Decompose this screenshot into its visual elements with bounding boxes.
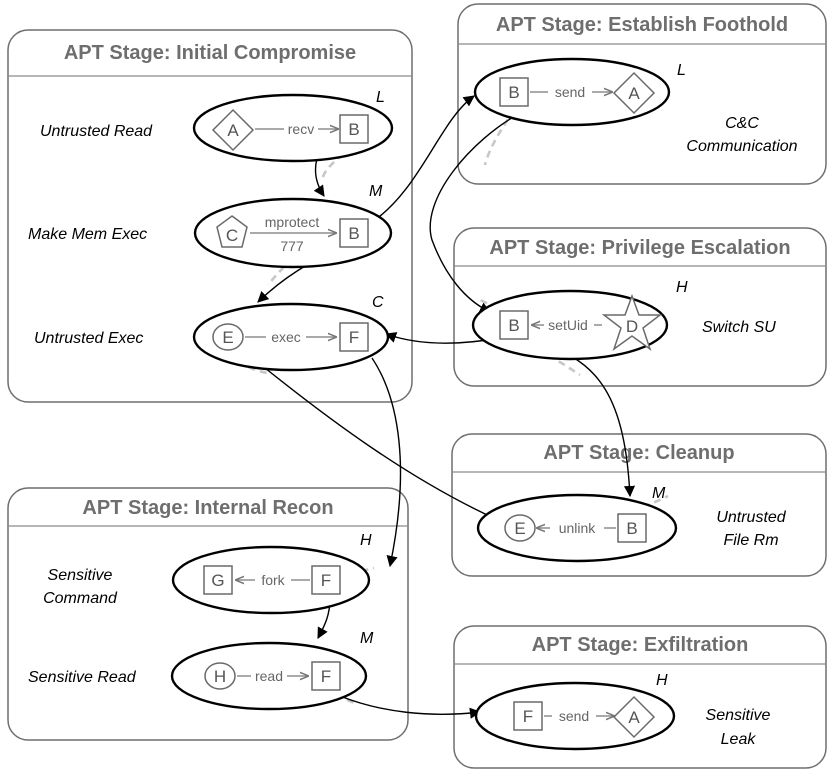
event-label: Untrusted Read [40,123,153,140]
node-src: F [523,707,533,726]
severity: M [652,485,666,502]
node-dst: G [211,571,224,590]
node-dst: F [349,328,359,347]
pentagon-node-icon [216,215,248,248]
severity: M [360,630,374,647]
severity: H [360,532,372,549]
square-node-icon [311,661,341,691]
severity: L [677,62,686,79]
node-dst: A [628,84,640,103]
event-label-line2: Communication [686,138,797,155]
circle-node-icon [204,662,236,690]
diamond-node-icon [211,108,255,152]
edge-op: read [255,668,283,684]
event-make-mem-exec: Make Mem Exec C mprotect 777 B M [28,183,393,269]
node-src: F [321,571,331,590]
node-dst: A [628,708,640,727]
event-label: Untrusted Exec [34,330,143,347]
event-sensitive-command: Sensitive Command G fork F H [43,532,372,615]
event-label-line1: C&C [725,115,759,132]
event-label-line2: Command [43,590,118,607]
node-src: C [226,226,238,245]
event-cc-communication: B send A L C&C Communication [473,57,798,155]
event-switch-su: B setUid D H Switch SU [471,279,776,361]
square-node-icon [339,322,369,352]
node-src: B [508,83,519,102]
event-sensitive-read: Sensitive Read H read F M [28,630,374,711]
stage-title-initial-compromise: APT Stage: Initial Compromise [64,42,356,64]
stage-title-establish-foothold: APT Stage: Establish Foothold [496,14,788,36]
event-label-line1: Sensitive [706,707,771,724]
edge-op: recv [288,121,314,137]
severity: H [676,279,688,296]
edge-op: exec [271,329,301,345]
severity: C [372,294,384,311]
square-node-icon [311,565,341,595]
stage-title-internal-recon: APT Stage: Internal Recon [82,497,333,519]
node-dst: B [508,316,519,335]
node-src: B [626,519,637,538]
event-untrusted-exec: Untrusted Exec E exec F C [34,294,390,372]
node-src: D [626,317,638,336]
node-dst: E [514,519,525,538]
square-node-icon [617,513,647,543]
circle-node-icon [504,514,536,542]
stage-title-privilege-escalation: APT Stage: Privilege Escalation [489,237,790,259]
node-src: E [222,328,233,347]
square-node-icon [499,310,529,340]
edge-op: fork [261,572,285,588]
square-node-icon [513,701,543,731]
node-dst: F [321,667,331,686]
edge-op: send [555,84,585,100]
event-label-line1: Untrusted [716,509,786,526]
severity: L [376,89,385,106]
event-label: Make Mem Exec [28,226,147,243]
square-node-icon [339,114,369,144]
event-untrusted-read: Untrusted Read A recv B L [40,89,394,163]
event-label-line1: Sensitive [48,567,113,584]
node-dst: B [348,224,359,243]
edge-op: unlink [559,520,597,536]
node-dst: B [348,120,359,139]
node-src: A [227,121,239,140]
square-node-icon [203,565,233,595]
event-label: Sensitive Read [28,669,137,686]
stage-title-cleanup: APT Stage: Cleanup [543,442,734,464]
severity: H [656,672,668,689]
event-untrusted-file-rm: E unlink B M Untrusted File Rm [476,485,787,563]
edge-op: setUid [548,317,588,333]
event-sensitive-leak: F send A H Sensitive Leak [474,672,771,751]
stage-title-exfiltration: APT Stage: Exfiltration [532,634,749,656]
circle-node-icon [212,323,244,351]
star-node-icon [601,293,663,351]
diamond-node-icon [612,71,656,115]
event-label-line2: Leak [721,731,757,748]
edge-op: mprotect [265,214,320,230]
node-src: H [214,667,226,686]
event-label-line2: File Rm [723,532,778,549]
edge-op: send [559,708,589,724]
square-node-icon [499,77,529,107]
edge-op-arg: 777 [280,238,304,254]
square-node-icon [339,218,369,248]
diamond-node-icon [612,695,656,739]
severity: M [369,183,383,200]
event-label: Switch SU [702,319,776,336]
